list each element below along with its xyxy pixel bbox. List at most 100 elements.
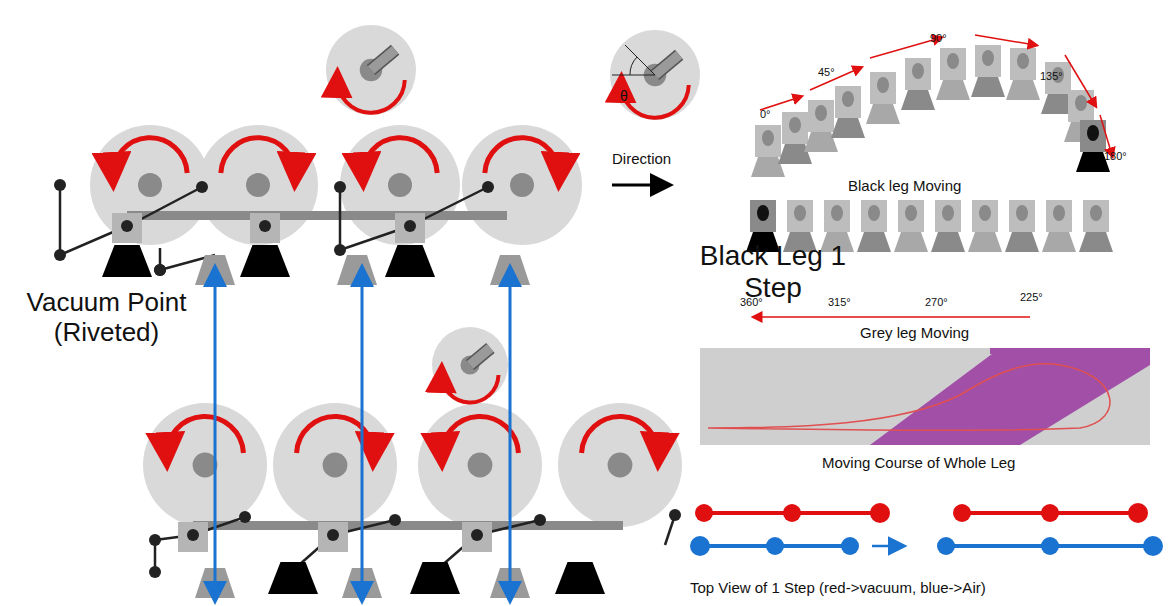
drawing-circle [462,125,582,245]
drawing-polygon [968,232,1002,252]
drawing-ellipse [947,53,959,69]
drawing-circle [953,504,971,522]
drawing-polygon [901,90,935,110]
drawing-circle [695,504,713,522]
drawing-ellipse [1075,95,1087,111]
drawing-path [485,138,559,177]
drawing-rect [1010,48,1036,80]
drawing-path [630,57,637,75]
drawing-ellipse [868,205,880,221]
drawing-line [371,50,395,70]
drawing-circle [1041,537,1059,555]
drawing-ellipse [762,130,774,146]
drawing-path [221,138,295,177]
drawing-path [337,78,405,113]
angle-label: 180° [1104,150,1127,163]
drawing-circle [841,537,859,555]
drawing-rect [940,48,966,80]
drawing-rect [700,348,1150,445]
drawing-line [655,55,679,75]
drawing-rect [395,213,425,243]
drawing-circle [690,536,710,556]
drawing-rect [193,521,623,530]
drawing-circle [404,220,416,232]
drawing-path [363,138,437,177]
drawing-circle [54,179,66,191]
drawing-circle [90,125,210,245]
angle-label: 90° [930,32,947,45]
drawing-circle [121,220,133,232]
angle-label: 360° [740,296,763,309]
drawing-line [470,348,490,365]
angle-label: 315° [828,296,851,309]
drawing-rect [1009,200,1035,232]
drawing-circle [610,30,700,120]
drawing-circle [154,264,166,276]
drawing-circle [334,244,346,256]
drawing-rect [835,86,861,118]
drawing-circle [558,403,682,527]
drawing-polygon [866,104,900,124]
drawing-circle [471,529,483,541]
drawing-circle [468,453,493,478]
caption-label: Black Leg 1 Step [688,240,858,304]
drawing-polygon [894,232,928,252]
drawing-circle [766,537,784,555]
drawing-polygon [410,562,460,594]
caption-label: Vacuum Point (Riveted) [4,288,209,348]
drawing-ellipse [877,77,889,93]
angle-label: θ [620,88,628,104]
drawing-circle [326,25,416,115]
moving-course-plot [700,348,1150,445]
drawing-line [59,185,62,255]
drawing-polygon [1005,232,1039,252]
drawing-polygon [857,232,891,252]
caption-label: Moving Course of Whole Leg [822,454,1015,471]
caption-label: Direction [612,150,671,167]
drawing-line [509,272,512,596]
drawing-line [872,545,900,548]
drawing-circle [327,529,339,541]
drawing-line [371,50,395,70]
drawing-circle [149,566,161,578]
drawing-ellipse [905,205,917,221]
drawing-circle [187,529,199,541]
drawing-circle [198,125,318,245]
drawing-circle [143,403,267,527]
drawing-ellipse [831,205,843,221]
drawing-line [870,38,940,58]
drawing-circle [418,403,542,527]
drawing-rect [127,211,507,220]
drawing-circle [608,453,633,478]
drawing-circle [138,173,162,197]
drawing-circle [259,220,271,232]
drawing-circle [432,327,508,403]
drawing-polygon [831,118,865,138]
drawing-circle [334,181,346,193]
drawing-line [214,272,217,596]
drawing-rect [824,200,850,232]
drawing-rect [318,522,348,552]
vacuum-arrows [215,272,510,596]
drawing-line [975,35,1035,45]
drawing-path [441,373,498,403]
drawing-ellipse [1053,205,1065,221]
drawing-ellipse [842,91,854,107]
drawing-circle [783,504,801,522]
drawing-line [755,316,1030,318]
drawing-ellipse [942,205,954,221]
drawing-ellipse [979,205,991,221]
drawing-polygon [268,562,318,594]
drawing-circle [388,173,412,197]
drawing-rect [808,100,834,132]
drawing-line [655,55,679,75]
drawing-line [470,348,490,365]
drawing-path [582,417,659,457]
drawing-ellipse [982,50,994,66]
drawing-circle [196,181,208,193]
drawing-rect [178,522,208,552]
drawing-polygon [240,245,290,277]
drawing-path [621,83,689,118]
drawing-rect [1083,200,1109,232]
drawing-ellipse [1017,53,1029,69]
